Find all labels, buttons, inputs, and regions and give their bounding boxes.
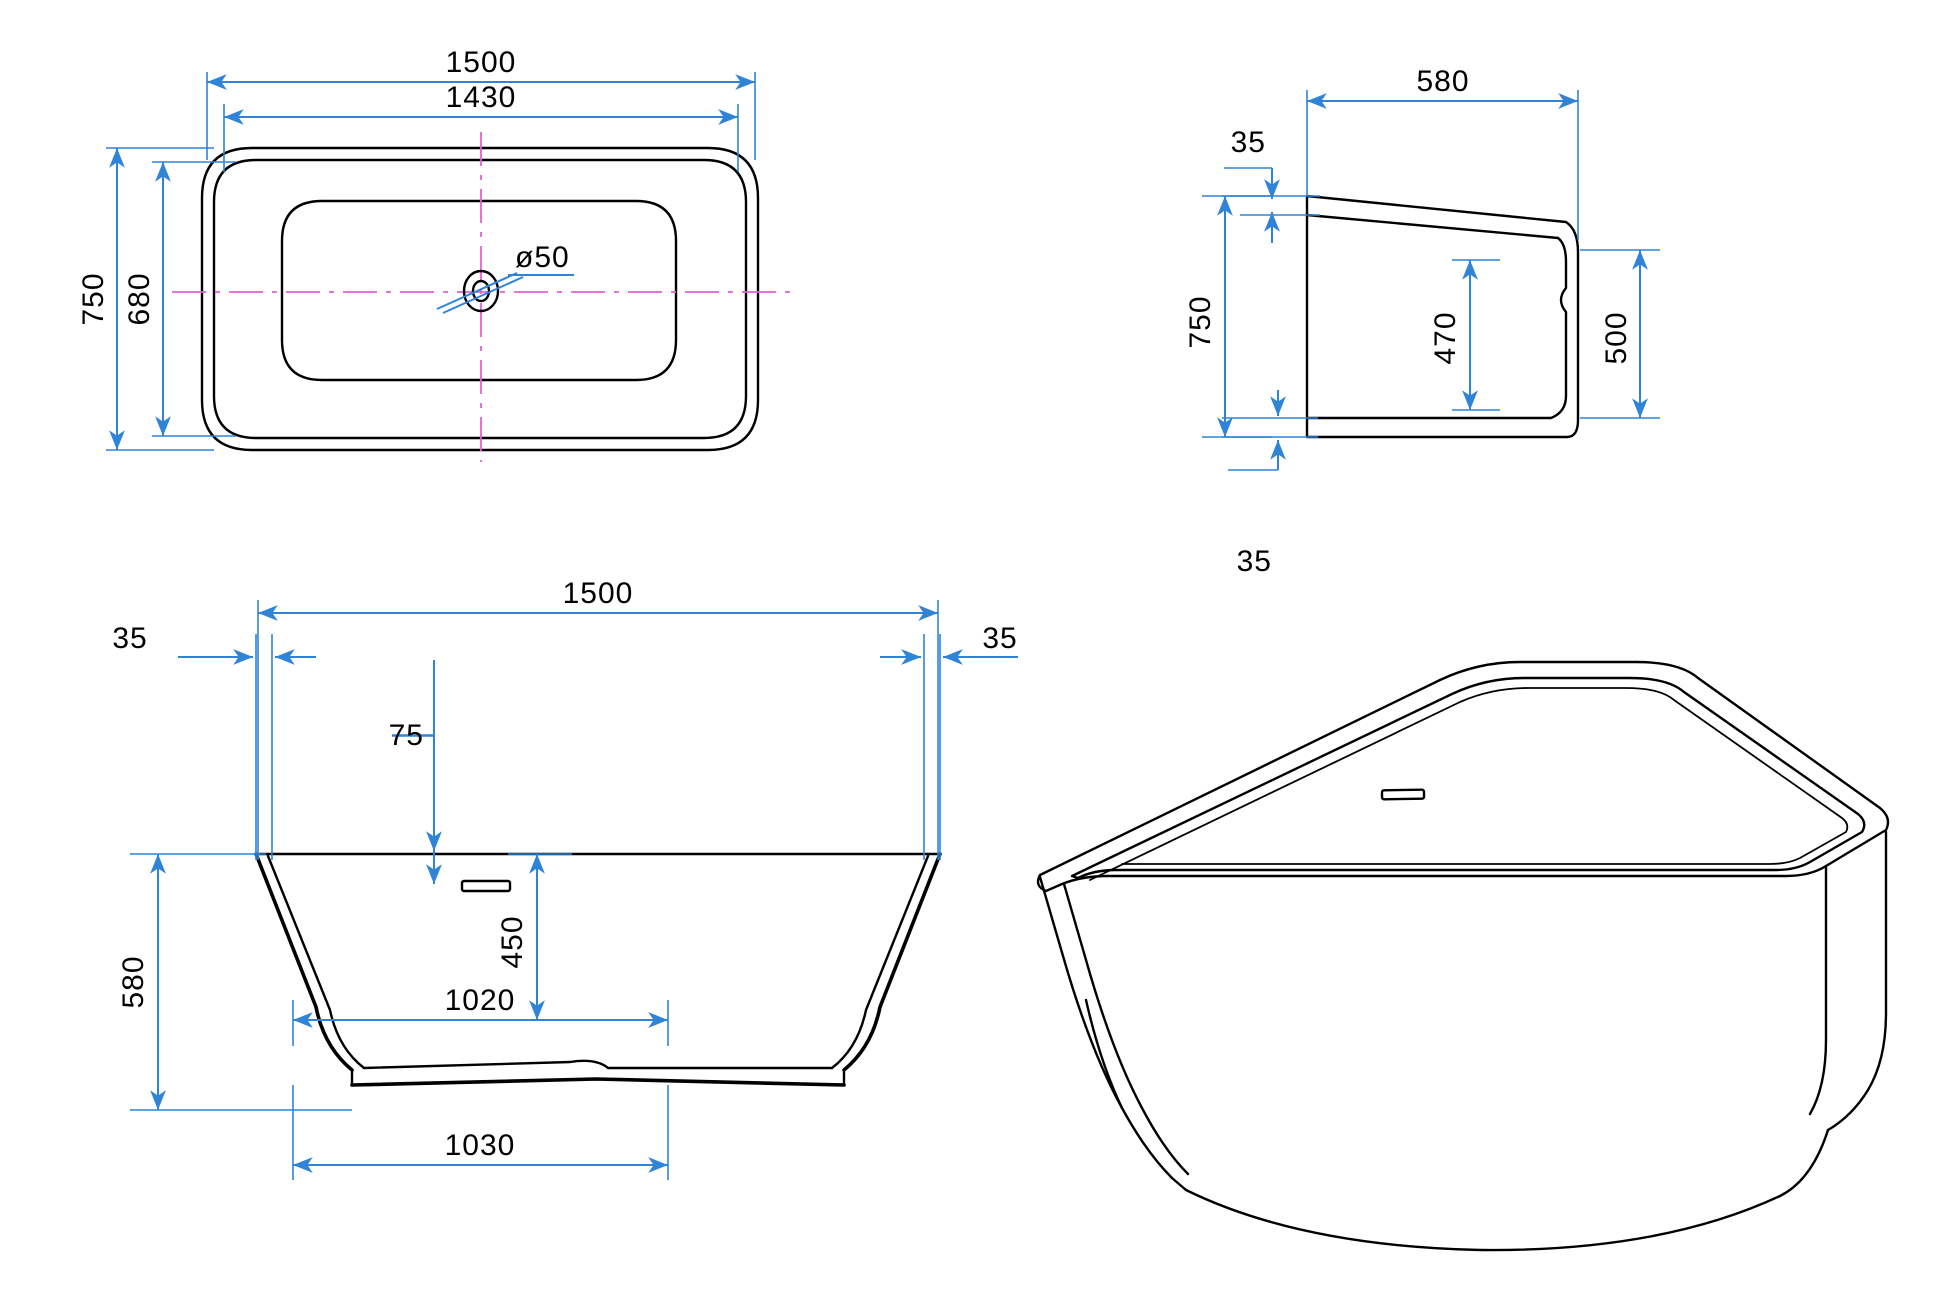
iso-rear-right-edge [1808,864,1828,1116]
front-height-label: 580 [117,955,150,1008]
end-inner-height-label: 470 [1429,311,1462,364]
front-view-right-outer-wall [842,852,942,1072]
front-rim-left-label: 35 [112,622,147,655]
top-view: ø50 1500 1430 750 680 [77,46,790,462]
iso-rim-outer [1036,660,1890,893]
drain-outer-ring [462,269,500,313]
drain-inner-ring [471,279,491,303]
end-right-height-label: 500 [1600,311,1633,364]
front-view-right-inner-wall [830,854,930,1070]
top-overall-width-label: 750 [77,272,110,325]
iso-view [1036,660,1890,1252]
top-view-basin [280,199,678,382]
front-inner-depth-label: 450 [496,915,529,968]
end-view-inner-wall [1305,236,1568,420]
front-view-left-outer-wall [254,852,354,1072]
iso-front-left-wall-inner [1062,882,1190,1176]
overflow-slot [460,879,512,893]
top-inner-length-label: 1430 [446,81,517,114]
end-height-label: 750 [1184,295,1217,348]
end-rim-top-label: 35 [1231,126,1266,159]
top-view-inner-rim [212,158,748,440]
iso-overflow-slot [1380,788,1426,801]
end-view: 580 35 750 470 500 [1184,65,1660,578]
top-inner-width-label: 680 [123,272,156,325]
top-view-outer-rim [200,146,760,452]
iso-rim-inner [1070,676,1866,880]
front-view-left-inner-wall [266,854,366,1070]
diameter-leader-line-1 [436,272,518,310]
front-base-length-label: 1030 [445,1129,516,1162]
end-width-label: 580 [1416,65,1469,98]
diameter-leader-line-2 [442,276,524,314]
iso-basin-edge [1089,687,1849,881]
end-view-inner-rim-line [1305,213,1560,240]
front-overflow-depth-label: 75 [389,719,424,752]
front-inner-bottom-label: 1020 [445,984,516,1017]
iso-bottom-front [1184,1128,1830,1252]
front-rim-right-label: 35 [982,622,1017,655]
front-view: 1500 35 35 75 450 [112,577,1018,1180]
front-view-bottom-outer [350,1077,846,1087]
iso-left-panel-line [1084,998,1124,1110]
iso-right-wall [1826,830,1888,1132]
end-view-outer-profile [1305,194,1580,439]
top-overall-length-label: 1500 [446,46,517,79]
front-overall-length-label: 1500 [563,577,634,610]
end-base-offset-label: 35 [1237,545,1272,578]
top-drain-diameter-label: ø50 [515,241,570,274]
front-view-bottom-inner [362,1059,834,1070]
